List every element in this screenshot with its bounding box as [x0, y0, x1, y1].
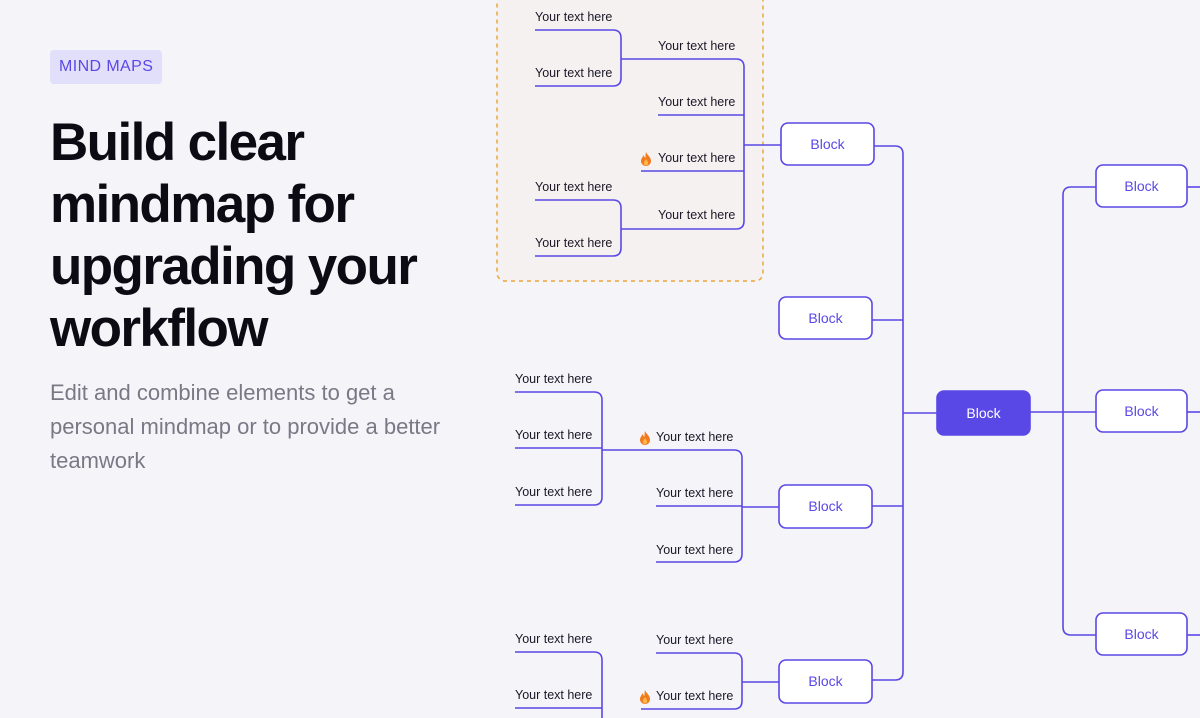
- text-node[interactable]: Your text here: [535, 66, 612, 80]
- text-node[interactable]: Your text here: [515, 485, 592, 499]
- central-block[interactable]: Block: [936, 390, 1031, 436]
- text-node[interactable]: Your text here: [515, 632, 592, 646]
- text-node[interactable]: Your text here: [656, 633, 733, 647]
- text-node[interactable]: Your text here: [535, 180, 612, 194]
- fire-icon: [640, 431, 650, 445]
- svg-text:Block: Block: [808, 310, 843, 326]
- block-lower-mid[interactable]: Block: [778, 484, 873, 529]
- text-node[interactable]: Your text here: [658, 208, 735, 222]
- block-upper-mid[interactable]: Block: [778, 296, 873, 340]
- text-node[interactable]: Your text here: [515, 372, 592, 386]
- svg-text:Block: Block: [808, 498, 843, 514]
- block-right-top[interactable]: Block: [1095, 164, 1188, 208]
- text-node[interactable]: Your text here: [535, 236, 612, 250]
- svg-text:Block: Block: [1124, 626, 1159, 642]
- svg-text:Block: Block: [966, 405, 1001, 421]
- category-badge: MIND MAPS: [50, 50, 163, 84]
- page-subtitle: Edit and combine elements to get a perso…: [50, 380, 441, 473]
- text-node[interactable]: Your text here: [535, 10, 612, 24]
- block-bottom[interactable]: Block: [778, 659, 873, 704]
- hero-panel: MIND MAPS Build clear mindmap for upgrad…: [50, 50, 470, 478]
- svg-text:Block: Block: [1124, 178, 1159, 194]
- block-right-mid[interactable]: Block: [1095, 389, 1188, 433]
- text-node[interactable]: Your text here: [656, 430, 733, 444]
- text-node[interactable]: Your text here: [658, 39, 735, 53]
- svg-text:Block: Block: [1124, 403, 1159, 419]
- text-node[interactable]: Your text here: [658, 95, 735, 109]
- text-node[interactable]: Your text here: [656, 543, 733, 557]
- text-node[interactable]: Your text here: [515, 428, 592, 442]
- block-right-bottom[interactable]: Block: [1095, 612, 1188, 656]
- svg-text:Block: Block: [810, 136, 845, 152]
- mindmap-connectors: [515, 29, 1200, 718]
- fire-icon: [640, 690, 650, 704]
- text-node[interactable]: Your text here: [658, 151, 735, 165]
- text-node[interactable]: Your text here: [656, 689, 733, 703]
- page-title: Build clear mindmap for upgrading your w…: [50, 113, 418, 358]
- text-node[interactable]: Your text here: [656, 486, 733, 500]
- block-top[interactable]: Block: [780, 122, 875, 166]
- text-node[interactable]: Your text here: [515, 688, 592, 702]
- svg-text:Block: Block: [808, 673, 843, 689]
- selection-frame[interactable]: [496, 0, 764, 282]
